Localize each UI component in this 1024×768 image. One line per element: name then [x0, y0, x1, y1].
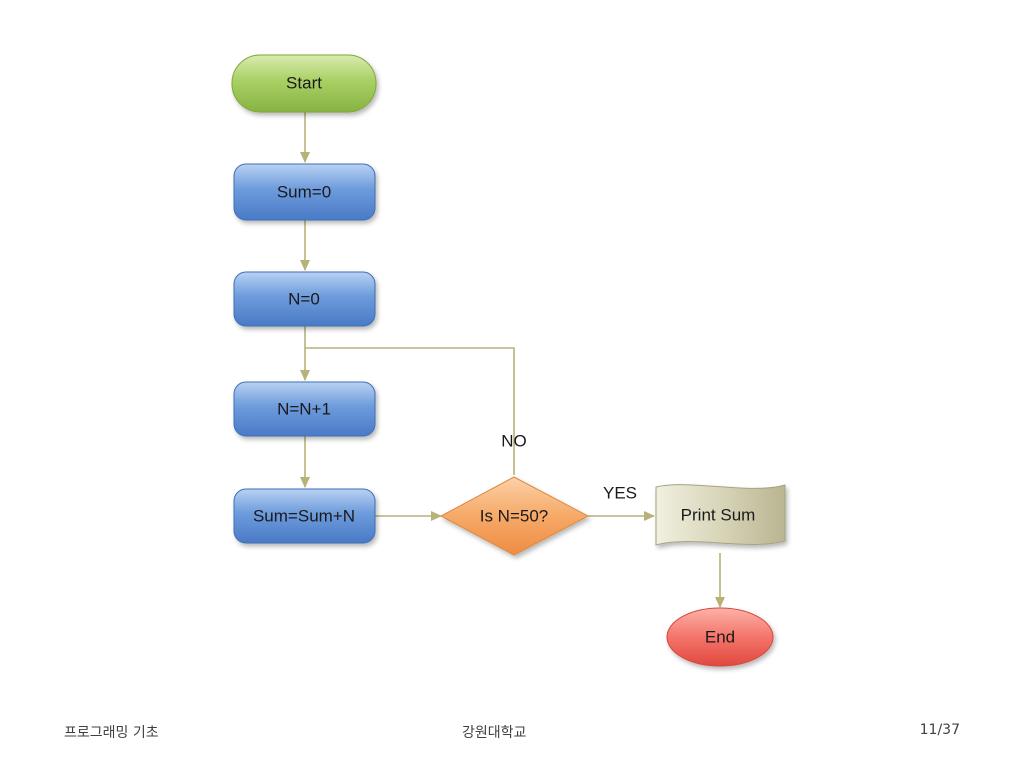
node-n-init-label: N=0: [288, 289, 320, 308]
node-accumulate: [233, 488, 376, 544]
footer-university: 강원대학교: [462, 725, 527, 741]
node-increment-label: N=N+1: [277, 399, 331, 418]
edge-label-no: NO: [501, 431, 527, 450]
node-accumulate-label: Sum=Sum+N: [253, 506, 355, 525]
node-print: [655, 484, 786, 546]
footer-page-number: 11/37: [919, 722, 960, 738]
node-sum-init-label: Sum=0: [277, 182, 331, 201]
connectors: [300, 112, 725, 608]
node-decision-label: Is N=50?: [480, 506, 549, 525]
node-decision: [439, 476, 590, 556]
node-end: [666, 607, 774, 667]
node-end-label: End: [705, 627, 735, 646]
node-start: [231, 54, 377, 113]
footer-course-title: 프로그래밍 기초: [64, 725, 159, 741]
node-n-init: [233, 271, 376, 327]
edge-label-yes: YES: [603, 483, 637, 502]
edge-decision-no-loop-back: [305, 347, 515, 475]
node-increment: [233, 381, 376, 437]
node-start-label: Start: [286, 73, 322, 92]
node-print-label: Print Sum: [681, 505, 756, 524]
node-sum-init: [233, 163, 376, 221]
